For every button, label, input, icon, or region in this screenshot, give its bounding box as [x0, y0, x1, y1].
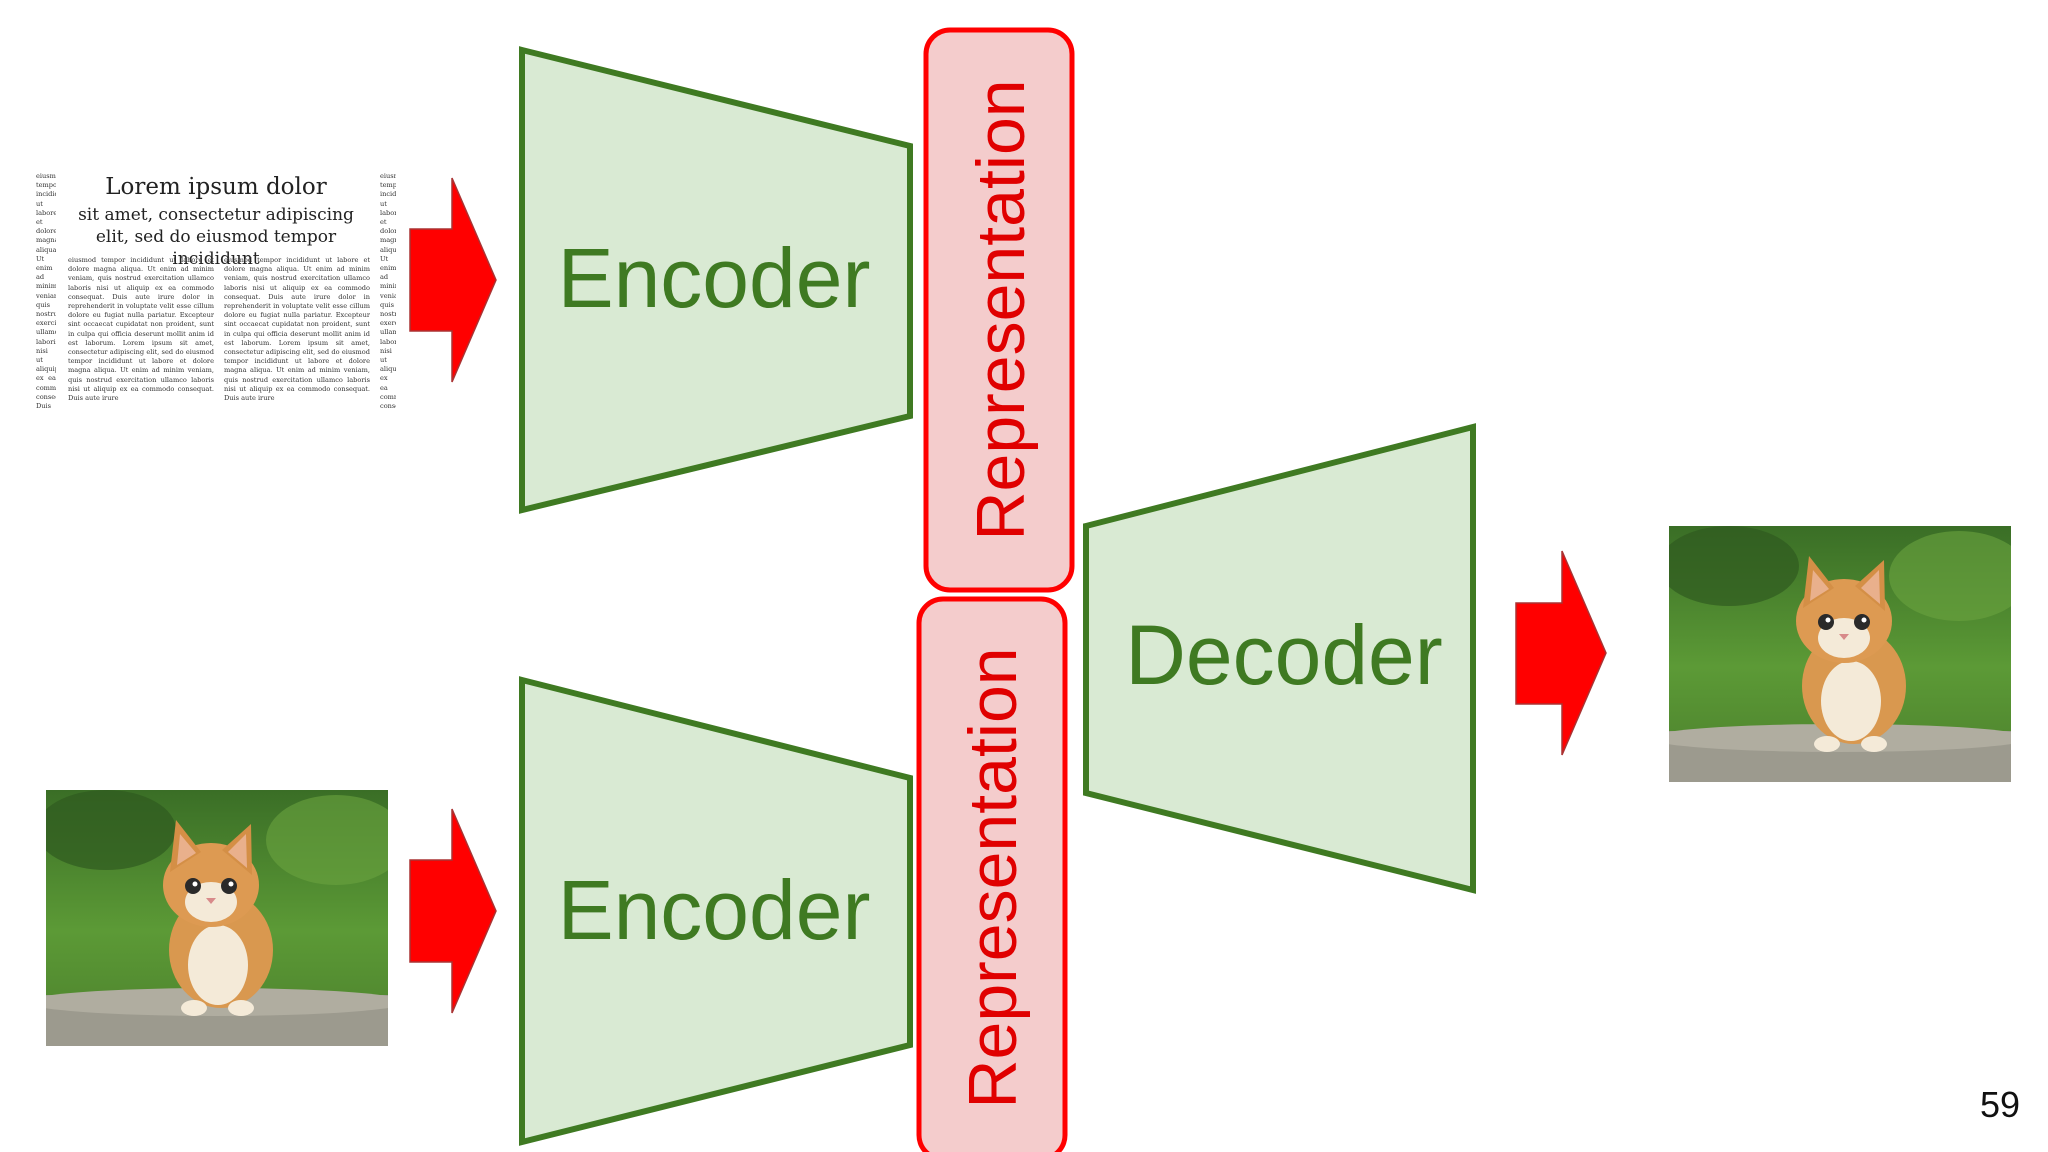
arrow-right-icon	[409, 177, 497, 383]
representation-top-box	[923, 27, 1075, 593]
representation-bottom-label: Representation	[955, 647, 1031, 1108]
arrow-right-icon	[1515, 550, 1607, 756]
decoder-block	[1083, 423, 1476, 894]
output-kitten-photo	[1669, 526, 2011, 782]
page-number: 59	[1979, 1084, 2020, 1125]
document-column: eiusmod tempor incididunt ut labore et d…	[380, 172, 396, 412]
kitten-photo-icon	[1669, 526, 2011, 782]
document-subtitle: sit amet, consectetur adipiscing elit, s…	[78, 205, 354, 269]
document-title: Lorem ipsum dolor	[105, 174, 327, 200]
representation-top-label: Representation	[963, 79, 1039, 540]
kitten-photo-icon	[46, 790, 388, 1046]
representation-bottom-box	[916, 596, 1068, 1152]
document-column: eiusmod tempor incididunt ut labore et d…	[36, 172, 56, 412]
encoder-top-label: Encoder	[558, 231, 871, 325]
encoder-bottom-label: Encoder	[558, 863, 871, 957]
arrow-right-icon	[409, 808, 497, 1014]
document-column: eiusmod tempor incididunt ut labore et d…	[224, 256, 370, 403]
document-column: eiusmod tempor incididunt ut labore et d…	[68, 256, 214, 403]
input-kitten-photo	[46, 790, 388, 1046]
encoder-bottom-block	[519, 676, 913, 1146]
decoder-label: Decoder	[1125, 608, 1443, 702]
encoder-top-block	[519, 46, 913, 514]
document-thumbnail: Lorem ipsum dolor sit amet, consectetur …	[36, 170, 396, 412]
